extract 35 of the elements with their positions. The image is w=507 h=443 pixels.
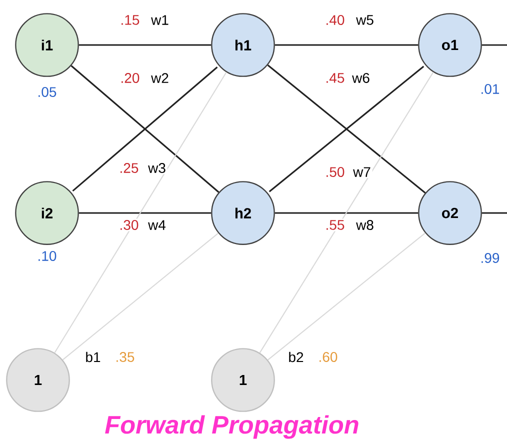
connection-line: [482, 44, 507, 46]
weight-value: .25: [118, 162, 140, 174]
weight-name: w1: [151, 15, 168, 25]
weight-name: w8: [356, 220, 374, 230]
weight-name: w2: [151, 73, 168, 83]
node-value: .01: [482, 84, 500, 94]
connection-line: [482, 212, 507, 214]
weight-name: w6: [352, 73, 370, 83]
connection-line: [54, 72, 227, 354]
weight-value: .30: [118, 218, 140, 232]
node-value: .10: [38, 251, 56, 261]
weight-value: .15: [118, 14, 142, 26]
connection-line: [274, 44, 418, 46]
node-value: .60: [320, 352, 338, 362]
node-value: b1: [86, 352, 100, 362]
node-value: b2: [289, 352, 304, 362]
weight-value: .50: [324, 166, 346, 178]
weight-name: w3: [148, 163, 166, 173]
weight-value: .45: [324, 72, 346, 84]
connection-line: [78, 44, 212, 46]
connection-line: [62, 232, 219, 360]
weight-name: w5: [356, 15, 374, 25]
connection-line: [268, 232, 426, 360]
caption: Forward Propagation: [105, 415, 358, 439]
weight-name: w4: [148, 220, 166, 230]
node-value: .99: [482, 253, 500, 263]
connection-line: [274, 212, 418, 214]
node-value: .05: [38, 87, 56, 97]
weight-name: w7: [353, 167, 370, 177]
connection-line: [259, 72, 434, 354]
connection-line: [78, 212, 212, 214]
weight-value: .20: [118, 72, 142, 84]
node-value: .35: [116, 352, 134, 362]
weight-value: .55: [324, 218, 346, 232]
weight-value: .40: [324, 14, 346, 26]
